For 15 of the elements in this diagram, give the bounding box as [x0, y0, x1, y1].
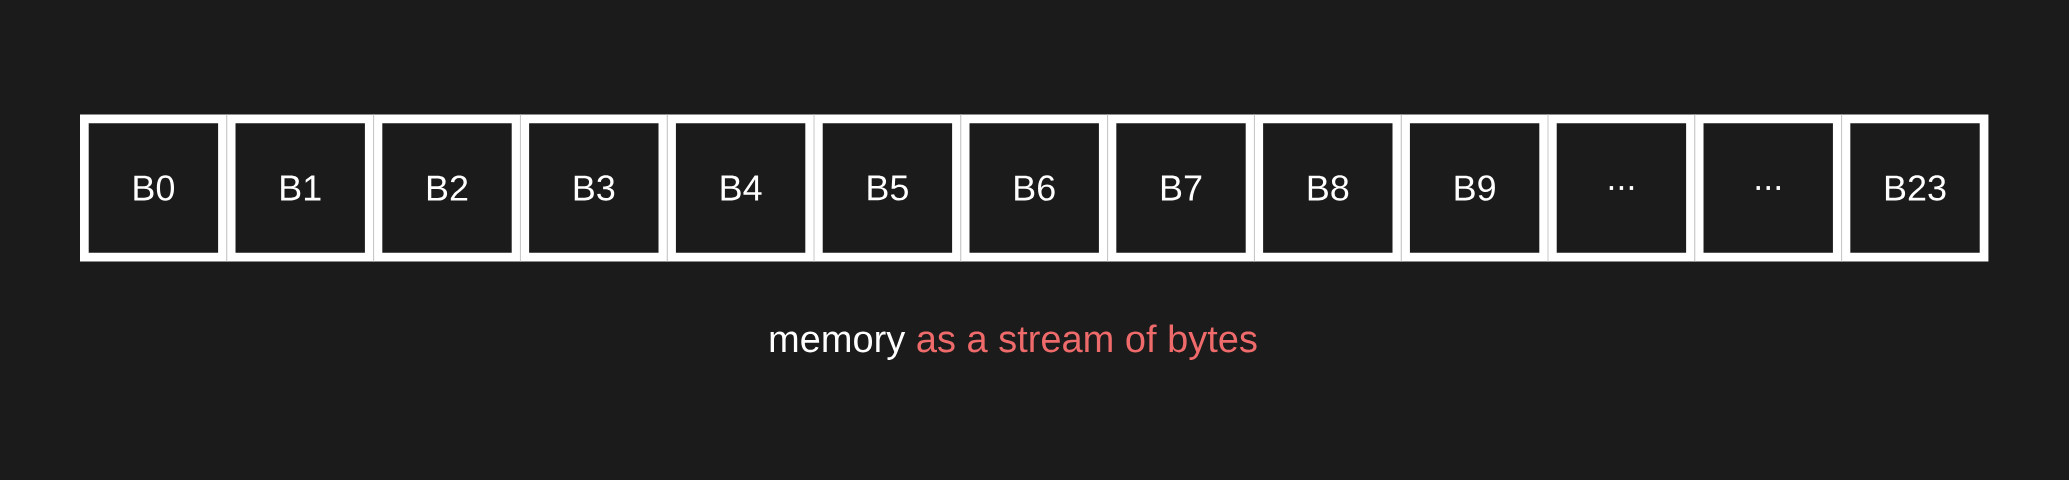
byte-cell: B2: [373, 114, 521, 262]
byte-cell: B0: [80, 114, 227, 262]
byte-cell: B23: [1841, 114, 1989, 262]
byte-cell: B8: [1254, 114, 1402, 262]
byte-cell: B1: [226, 114, 374, 262]
byte-cell: B3: [520, 114, 668, 262]
byte-cell: ...: [1548, 114, 1695, 262]
byte-cell: B4: [667, 114, 814, 262]
highlighted-caption-text: as a stream of bytes: [917, 324, 1257, 360]
byte-cell: ...: [1694, 114, 1842, 262]
byte-cell: B7: [1107, 114, 1255, 262]
byte-cell: B6: [960, 114, 1108, 262]
caption-text: memory: [770, 331, 906, 360]
byte-cell: B5: [814, 114, 961, 262]
byte-cell: B9: [1401, 114, 1548, 262]
